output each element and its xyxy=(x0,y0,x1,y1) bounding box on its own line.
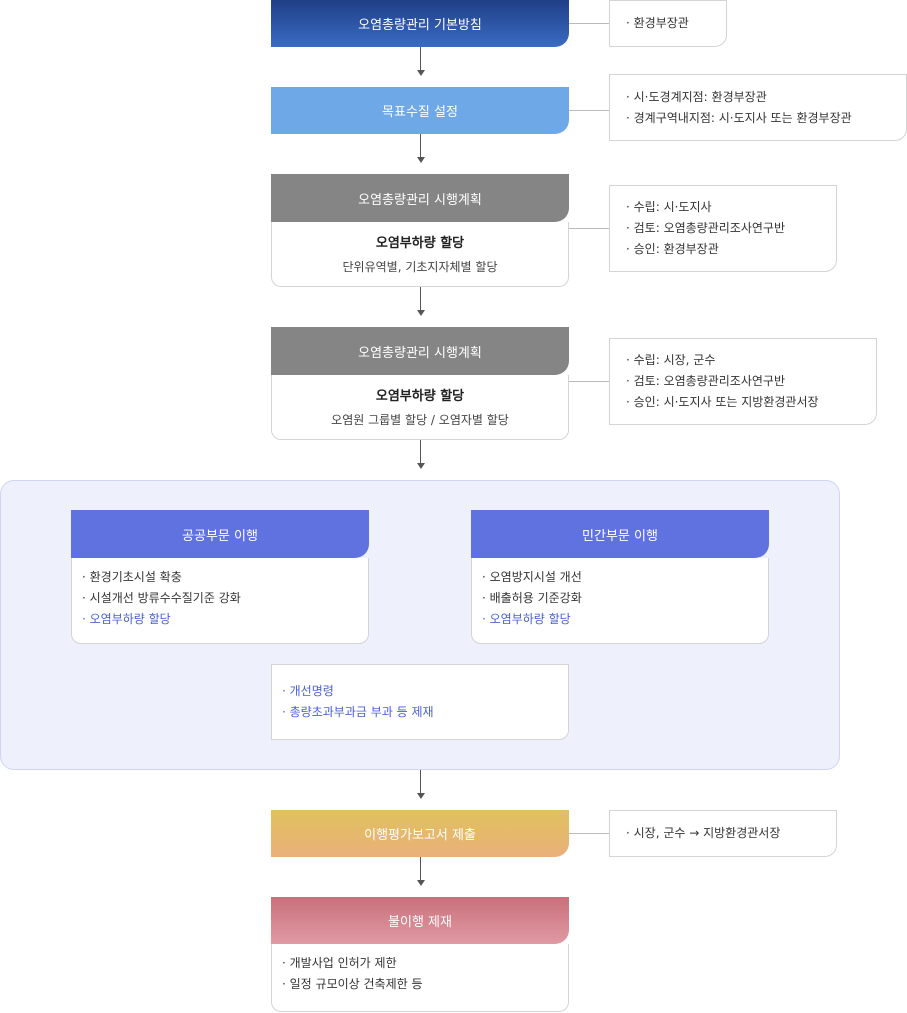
flow-arrow-head xyxy=(417,463,425,469)
plan2-title: 오염부하량 할당 xyxy=(375,389,465,404)
implementation-panel: 공공부문 이행 · 환경기초시설 확충 · 시설개선 방류수수질기준 강화 · … xyxy=(0,480,840,770)
flow-arrow-head xyxy=(417,793,425,799)
connector-line xyxy=(569,23,609,24)
list-item-highlight: · 총량초과부과금 부과 등 제재 xyxy=(282,705,434,719)
flow-arrow-line xyxy=(420,134,421,157)
public-sector-title: 공공부문 이행 xyxy=(182,528,258,544)
basic-policy-title: 오염총량관리 기본방침 xyxy=(358,18,482,33)
target-quality-title: 목표수질 설정 xyxy=(382,105,458,120)
flow-arrow-line xyxy=(420,47,421,70)
connector-line xyxy=(569,228,609,229)
note-line: · 환경부장관 xyxy=(626,16,689,30)
note-line: · 검토: 오염총량관리조사연구반 xyxy=(626,221,786,235)
plan1-header-label: 오염총량관리 시행계획 xyxy=(358,192,482,208)
target-quality-box: 목표수질 설정 xyxy=(271,87,569,134)
target-quality-note: · 시·도경계지점: 환경부장관 · 경계구역내지점: 시·도지사 또는 환경부… xyxy=(609,74,907,141)
connector-line xyxy=(569,381,609,382)
public-sector-card: · 환경기초시설 확충 · 시설개선 방류수수질기준 강화 · 오염부하량 할당 xyxy=(71,558,369,644)
note-line: · 검토: 오염총량관리조사연구반 xyxy=(626,374,786,388)
noncompliance-header: 불이행 제재 xyxy=(271,897,569,944)
flow-arrow-line xyxy=(420,440,421,463)
basic-policy-box: 오염총량관리 기본방침 xyxy=(271,0,569,47)
note-line: · 승인: 시·도지사 또는 지방환경관서장 xyxy=(626,395,819,409)
list-item: · 일정 규모이상 건축제한 등 xyxy=(282,977,423,991)
plan1-subtitle: 단위유역별, 기초지자체별 할당 xyxy=(342,260,498,274)
plan1-header: 오염총량관리 시행계획 xyxy=(271,174,569,222)
private-sector-title: 민간부문 이행 xyxy=(582,528,658,544)
noncompliance-title: 불이행 제재 xyxy=(388,915,452,930)
flow-arrow-head xyxy=(417,880,425,886)
note-line: · 시장, 군수 → 지방환경관서장 xyxy=(626,826,781,840)
plan2-header-label: 오염총량관리 시행계획 xyxy=(358,345,482,361)
note-line: · 승인: 환경부장관 xyxy=(626,242,719,256)
flow-arrow-line xyxy=(420,287,421,310)
public-sector-header: 공공부문 이행 xyxy=(71,510,369,558)
list-item-highlight: · 오염부하량 할당 xyxy=(82,612,171,626)
list-item: · 배출허용 기준강화 xyxy=(482,591,582,605)
private-sector-header: 민간부문 이행 xyxy=(471,510,769,558)
plan2-subtitle: 오염원 그룹별 할당 / 오염자별 할당 xyxy=(331,413,509,427)
list-item: · 오염방지시설 개선 xyxy=(482,570,582,584)
note-line: · 경계구역내지점: 시·도지사 또는 환경부장관 xyxy=(626,110,852,125)
flow-arrow-head xyxy=(417,310,425,316)
basic-policy-note: · 환경부장관 xyxy=(609,0,727,47)
list-item: · 시설개선 방류수수질기준 강화 xyxy=(82,591,241,605)
plan2-note: · 수립: 시장, 군수 · 검토: 오염총량관리조사연구반 · 승인: 시·도… xyxy=(609,338,877,425)
note-line: · 시·도경계지점: 환경부장관 xyxy=(626,89,767,104)
note-line: · 수립: 시장, 군수 xyxy=(626,353,716,367)
flow-arrow-line xyxy=(420,770,421,793)
report-box: 이행평가보고서 제출 xyxy=(271,810,569,857)
list-item-highlight: · 개선명령 xyxy=(282,684,334,698)
plan1-card: 오염부하량 할당 단위유역별, 기초지자체별 할당 xyxy=(271,222,569,287)
plan1-title: 오염부하량 할당 xyxy=(375,236,465,251)
sanctions-card: · 개선명령 · 총량초과부과금 부과 등 제재 xyxy=(271,664,569,740)
plan2-card: 오염부하량 할당 오염원 그룹별 할당 / 오염자별 할당 xyxy=(271,375,569,440)
plan1-note: · 수립: 시·도지사 · 검토: 오염총량관리조사연구반 · 승인: 환경부장… xyxy=(609,185,837,272)
note-line: · 수립: 시·도지사 xyxy=(626,200,712,214)
list-item: · 개발사업 인허가 제한 xyxy=(282,956,397,970)
list-item-highlight: · 오염부하량 할당 xyxy=(482,612,571,626)
plan2-header: 오염총량관리 시행계획 xyxy=(271,327,569,375)
flow-arrow-line xyxy=(420,857,421,880)
private-sector-card: · 오염방지시설 개선 · 배출허용 기준강화 · 오염부하량 할당 xyxy=(471,558,769,644)
connector-line xyxy=(569,110,609,111)
flow-arrow-head xyxy=(417,70,425,76)
list-item: · 환경기초시설 확충 xyxy=(82,570,182,584)
report-title: 이행평가보고서 제출 xyxy=(364,828,476,843)
report-note: · 시장, 군수 → 지방환경관서장 xyxy=(609,810,837,857)
connector-line xyxy=(569,833,609,834)
noncompliance-card: · 개발사업 인허가 제한 · 일정 규모이상 건축제한 등 xyxy=(271,944,569,1012)
flow-arrow-head xyxy=(417,157,425,163)
